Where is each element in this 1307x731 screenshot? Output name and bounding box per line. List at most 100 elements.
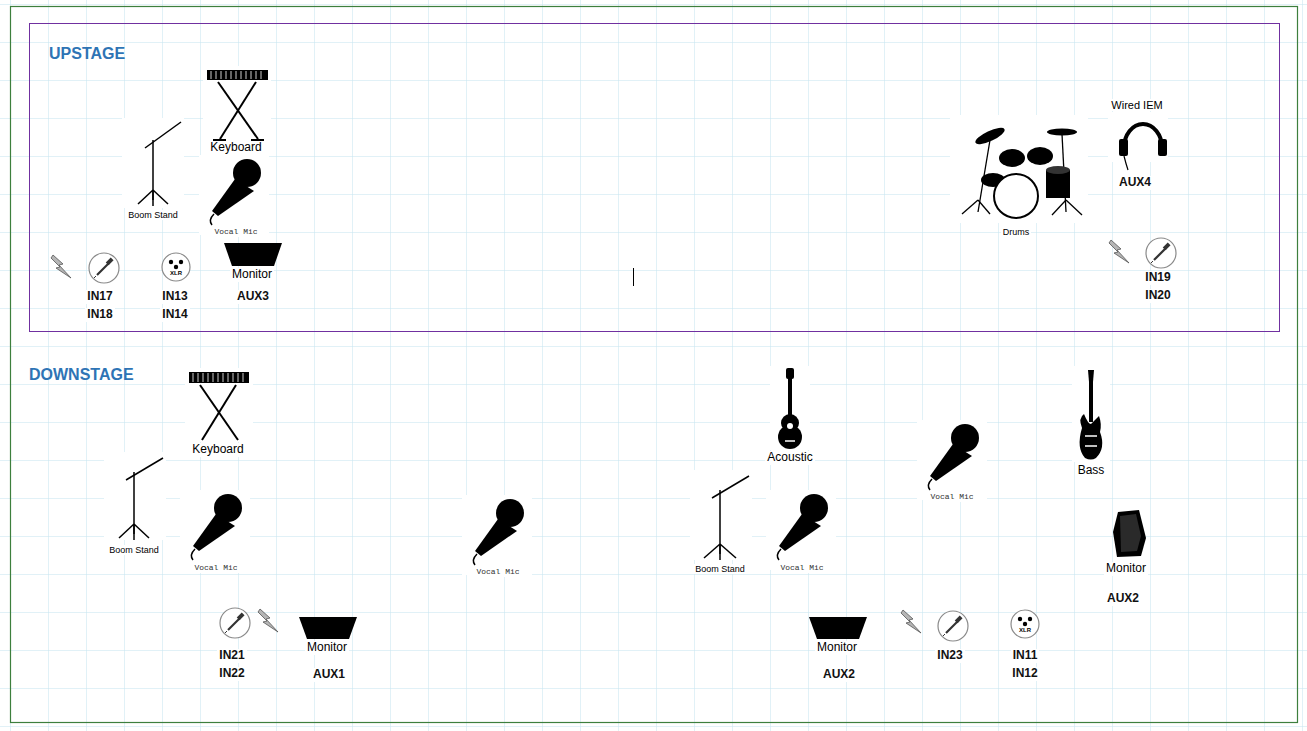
text-cursor [633, 268, 634, 286]
boom-stand-icon [122, 118, 184, 208]
drum-kit-icon [978, 200, 990, 214]
stand-label: Boom Stand [126, 210, 180, 220]
mic-label: Vocal Mic [778, 563, 825, 572]
channel-number: IN17 [85, 290, 114, 304]
keyboard-icon [203, 66, 271, 148]
acoustic-guitar-icon [785, 440, 795, 442]
bass-guitar-icon [1089, 380, 1093, 422]
channel-number: AUX1 [311, 668, 347, 682]
channel-number: AUX3 [235, 290, 271, 304]
drum-kit-icon [962, 200, 978, 214]
keyboard-icon [202, 385, 236, 440]
channel-number: AUX4 [1117, 176, 1153, 190]
stand-label: Boom Stand [693, 564, 747, 574]
boom-stand-icon [719, 544, 721, 560]
xlr-input-icon [162, 253, 190, 281]
boom-stand-icon [104, 452, 166, 540]
wired-iem-icon [1124, 124, 1162, 148]
stage-zone: UPSTAGE [29, 23, 1280, 332]
monitor-label: Monitor [305, 641, 349, 655]
channel-number: IN14 [160, 308, 189, 322]
drum-kit-icon [950, 115, 1088, 223]
acoustic-guitar-icon [770, 366, 810, 450]
monitor-label: Monitor [230, 268, 274, 282]
keyboard-icon [207, 70, 268, 80]
wired-iem-icon [1108, 112, 1168, 170]
channel-number: IN20 [1143, 289, 1172, 303]
boom-stand-icon [138, 190, 153, 204]
bass-guitar-icon [1085, 445, 1097, 447]
power-drop-icon [258, 609, 278, 632]
keyboard-icon [193, 373, 243, 382]
bass-guitar-icon [1072, 366, 1110, 462]
boom-stand-icon [104, 452, 166, 540]
instrument-label: Bass [1076, 464, 1107, 478]
keyboard-icon [220, 82, 256, 139]
drum-kit-icon [1046, 166, 1070, 174]
wedge-monitor [809, 617, 867, 639]
channel-number: IN19 [1143, 271, 1172, 285]
stage-border [11, 7, 1298, 723]
wired-iem-icon [1119, 139, 1128, 156]
monitor-label: Monitor [815, 641, 859, 655]
instrument-label: Keyboard [208, 141, 263, 155]
mic-label: Vocal Mic [474, 567, 521, 576]
channel-number: IN13 [160, 290, 189, 304]
boom-stand-icon [152, 190, 154, 206]
acoustic-guitar-icon [787, 423, 793, 429]
mic-label: Vocal Mic [928, 492, 975, 501]
boom-stand-icon [133, 524, 135, 540]
stand-label: Boom Stand [107, 545, 161, 555]
instrument-label: Keyboard [190, 443, 245, 457]
connector-label: XLR [170, 270, 182, 277]
power-drop-icon [51, 255, 71, 278]
channel-number: IN21 [217, 649, 246, 663]
drum-kit-icon [1027, 147, 1053, 165]
channel-number: IN18 [85, 308, 114, 322]
mic-label: Vocal Mic [192, 563, 239, 572]
bass-guitar-icon [1085, 435, 1097, 437]
wired-iem-icon [1108, 112, 1168, 162]
mic-label: Vocal Mic [212, 227, 259, 236]
vocal-mic-icon [917, 420, 987, 500]
power-drop-icon [1109, 240, 1129, 263]
wired-iem-icon [1124, 156, 1128, 170]
boom-stand-icon [704, 544, 720, 558]
boom-stand-icon [153, 190, 168, 204]
acoustic-guitar-icon [788, 377, 792, 417]
vocal-mic-icon [462, 495, 532, 575]
keyboard-icon [185, 368, 253, 442]
line-input-icon [89, 253, 119, 283]
boom-stand-icon [122, 118, 184, 208]
zone-heading: DOWNSTAGE [29, 366, 134, 384]
iem-label: Wired IEM [1109, 99, 1164, 112]
drum-kit-icon [994, 174, 1038, 218]
vocal-mic-icon [180, 490, 250, 570]
line-input-icon [1146, 238, 1176, 268]
drum-kit-icon [950, 115, 1088, 223]
keyboard-icon [185, 368, 253, 442]
boom-stand-icon [690, 470, 752, 560]
boom-stand-icon [134, 524, 149, 538]
bass-guitar-icon [1080, 414, 1103, 460]
drum-kit-icon [1066, 200, 1082, 215]
connector-label: XLR [1019, 627, 1031, 634]
stand-label: Drums [1001, 227, 1032, 237]
keyboard-icon [218, 82, 258, 139]
drum-kit-icon [1052, 200, 1066, 215]
boom-stand-icon [712, 476, 749, 498]
channel-number: IN12 [1010, 667, 1039, 681]
keyboard-icon [211, 71, 261, 79]
drum-kit-icon [1046, 170, 1070, 198]
boom-stand-icon [126, 458, 163, 480]
wedge-monitor [299, 617, 357, 639]
boom-stand-icon [119, 524, 134, 538]
bass-guitar-icon [1072, 366, 1110, 462]
channel-number: IN23 [935, 649, 964, 663]
wired-iem-icon [1158, 139, 1167, 156]
instrument-label: Acoustic [765, 451, 814, 465]
drum-kit-icon [999, 149, 1025, 167]
